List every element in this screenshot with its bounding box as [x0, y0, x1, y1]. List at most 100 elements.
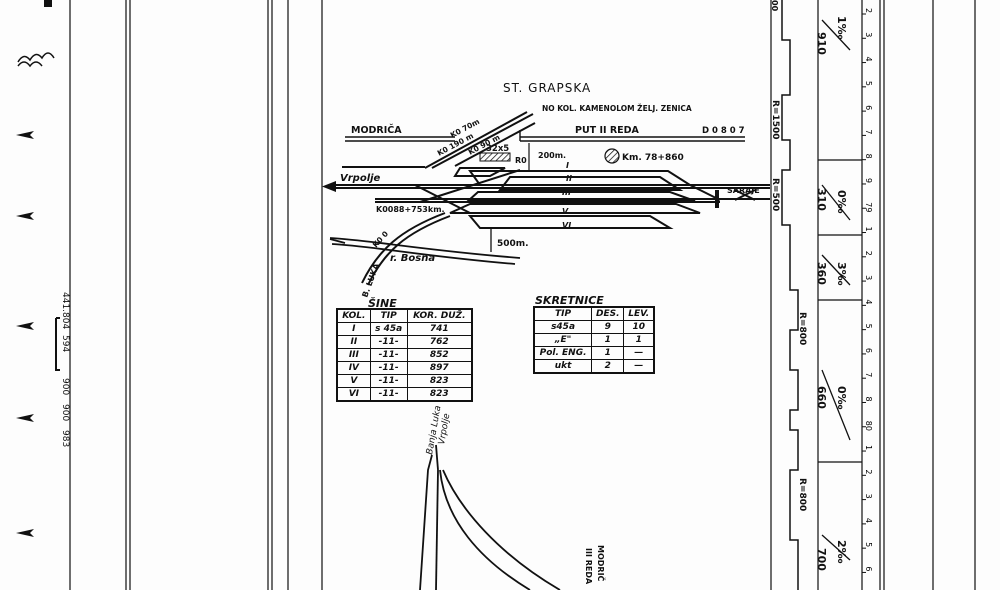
cell: I: [336, 322, 371, 336]
cell: —: [623, 346, 655, 360]
rails-header-tip: TIP: [369, 308, 408, 323]
cell: 741: [406, 322, 473, 336]
track-end: [715, 190, 719, 208]
switch-header-row: TIP DES. LEV.: [533, 306, 655, 321]
km-tick-label: 8: [864, 396, 873, 401]
margin-value-5: 983: [60, 430, 70, 447]
cell: II: [336, 335, 371, 349]
cell: 1: [591, 333, 625, 347]
dir-vrpolje: Vrpolje: [340, 173, 381, 184]
cell: s45a: [533, 320, 593, 334]
dir-sarajevo: SARAJE: [727, 186, 760, 195]
km-tick-label: 5: [864, 324, 873, 329]
road-code: D 0 8 0 7: [702, 126, 745, 136]
cell: ukt: [533, 359, 593, 374]
switch-caption: SKRETNICE: [535, 294, 604, 307]
radius-3: R=800: [797, 312, 807, 345]
km-tick-label: 80: [864, 421, 873, 431]
cell: 897: [406, 361, 473, 375]
gradient-ticks: [818, 19, 862, 561]
lower-modrica: MODRIČ: [596, 545, 607, 582]
km-tick-label: 5: [864, 542, 873, 547]
road-right-label: PUT II REDA: [575, 125, 640, 136]
switch-header-tip: TIP: [533, 306, 593, 321]
km-tick-label: 8: [864, 154, 873, 159]
river-bosna: [329, 237, 521, 265]
grade-2: 0‰: [835, 190, 848, 214]
km-tick-label: 5: [864, 81, 873, 86]
table-row: V-11-823: [336, 374, 473, 388]
cell: 762: [406, 335, 473, 349]
km-tick-label: 2: [864, 8, 873, 13]
km-tick-label: 6: [864, 348, 873, 353]
km-tick-label: 4: [864, 518, 873, 523]
km-tick-label: 7: [864, 129, 873, 134]
margin-mark: [44, 0, 52, 7]
dim-500: 500m.: [497, 239, 529, 249]
margin-value-3: 900: [60, 378, 70, 395]
cell: „E": [533, 333, 593, 347]
grade-3: 3‰: [835, 262, 848, 286]
table-row: III-11-852: [336, 348, 473, 362]
table-row: IV-11-897: [336, 361, 473, 375]
margin-bracket: [55, 317, 60, 371]
cell: s 45a: [369, 322, 408, 336]
rails-header-duz: KOR. DUŽ.: [406, 308, 473, 323]
rails-header-kol: KOL.: [336, 308, 371, 323]
cell: 10: [623, 320, 655, 334]
track-1: I: [566, 161, 569, 170]
road-left-label: MODRIČA: [351, 124, 402, 136]
cell: 9: [591, 320, 625, 334]
building-size: 32x5: [486, 144, 509, 154]
profile-steps: [781, 0, 799, 590]
km-marker-icon: [604, 148, 620, 164]
river-label: r. Bosna: [390, 253, 435, 264]
road-lines: [345, 130, 745, 142]
grade-5: 2‰: [835, 540, 848, 564]
km-tick-label: 6: [864, 105, 873, 110]
cell: -11-: [369, 335, 408, 349]
cell: —: [623, 359, 655, 374]
grade-1: 1‰: [835, 16, 848, 40]
track-5: V: [562, 207, 569, 216]
km-tick-label: 1: [864, 227, 873, 232]
cell: 823: [406, 387, 473, 402]
grade-length-3: 360: [815, 262, 828, 285]
km-tick-label: 1: [864, 445, 873, 450]
cell: 2: [591, 359, 625, 374]
siding-tracks: [424, 111, 536, 169]
km-tick-label: 4: [864, 57, 873, 62]
grade-length-5: 700: [815, 548, 828, 571]
km-tick-label: 9: [864, 178, 873, 183]
grade-4: 0‰: [835, 386, 848, 410]
rails-caption: ŠINE: [368, 297, 397, 310]
station-name: ST. GRAPSKA: [503, 81, 591, 95]
km-tick-label: 7: [864, 372, 873, 377]
siding-note: NO KOL. KAMENOLOM ŽELJ. ZENICA: [542, 104, 692, 113]
km-tick-label: 3: [864, 32, 873, 37]
building-ro: R0: [515, 156, 527, 165]
cell: -11-: [369, 361, 408, 375]
grade-length-2: 310: [815, 188, 828, 211]
table-row: II-11-762: [336, 335, 473, 349]
top-value: 00: [770, 0, 779, 12]
cell: 852: [406, 348, 473, 362]
radius-1: R=1500: [770, 100, 780, 140]
margin-value-2: 594: [60, 335, 70, 352]
arrow-left-icon: [322, 181, 336, 192]
cell: 823: [406, 374, 473, 388]
lower-reda: III REDA: [584, 548, 593, 585]
switch-header-lev: LEV.: [623, 306, 655, 321]
track-3: III: [562, 188, 571, 197]
cell: IV: [336, 361, 371, 375]
km-tick-label: 4: [864, 299, 873, 304]
table-row: Pol. ENG.1—: [533, 346, 655, 360]
main-tracks: [330, 166, 770, 229]
km-tick-label: 2: [864, 469, 873, 474]
km-tick-label: 79: [864, 202, 873, 212]
